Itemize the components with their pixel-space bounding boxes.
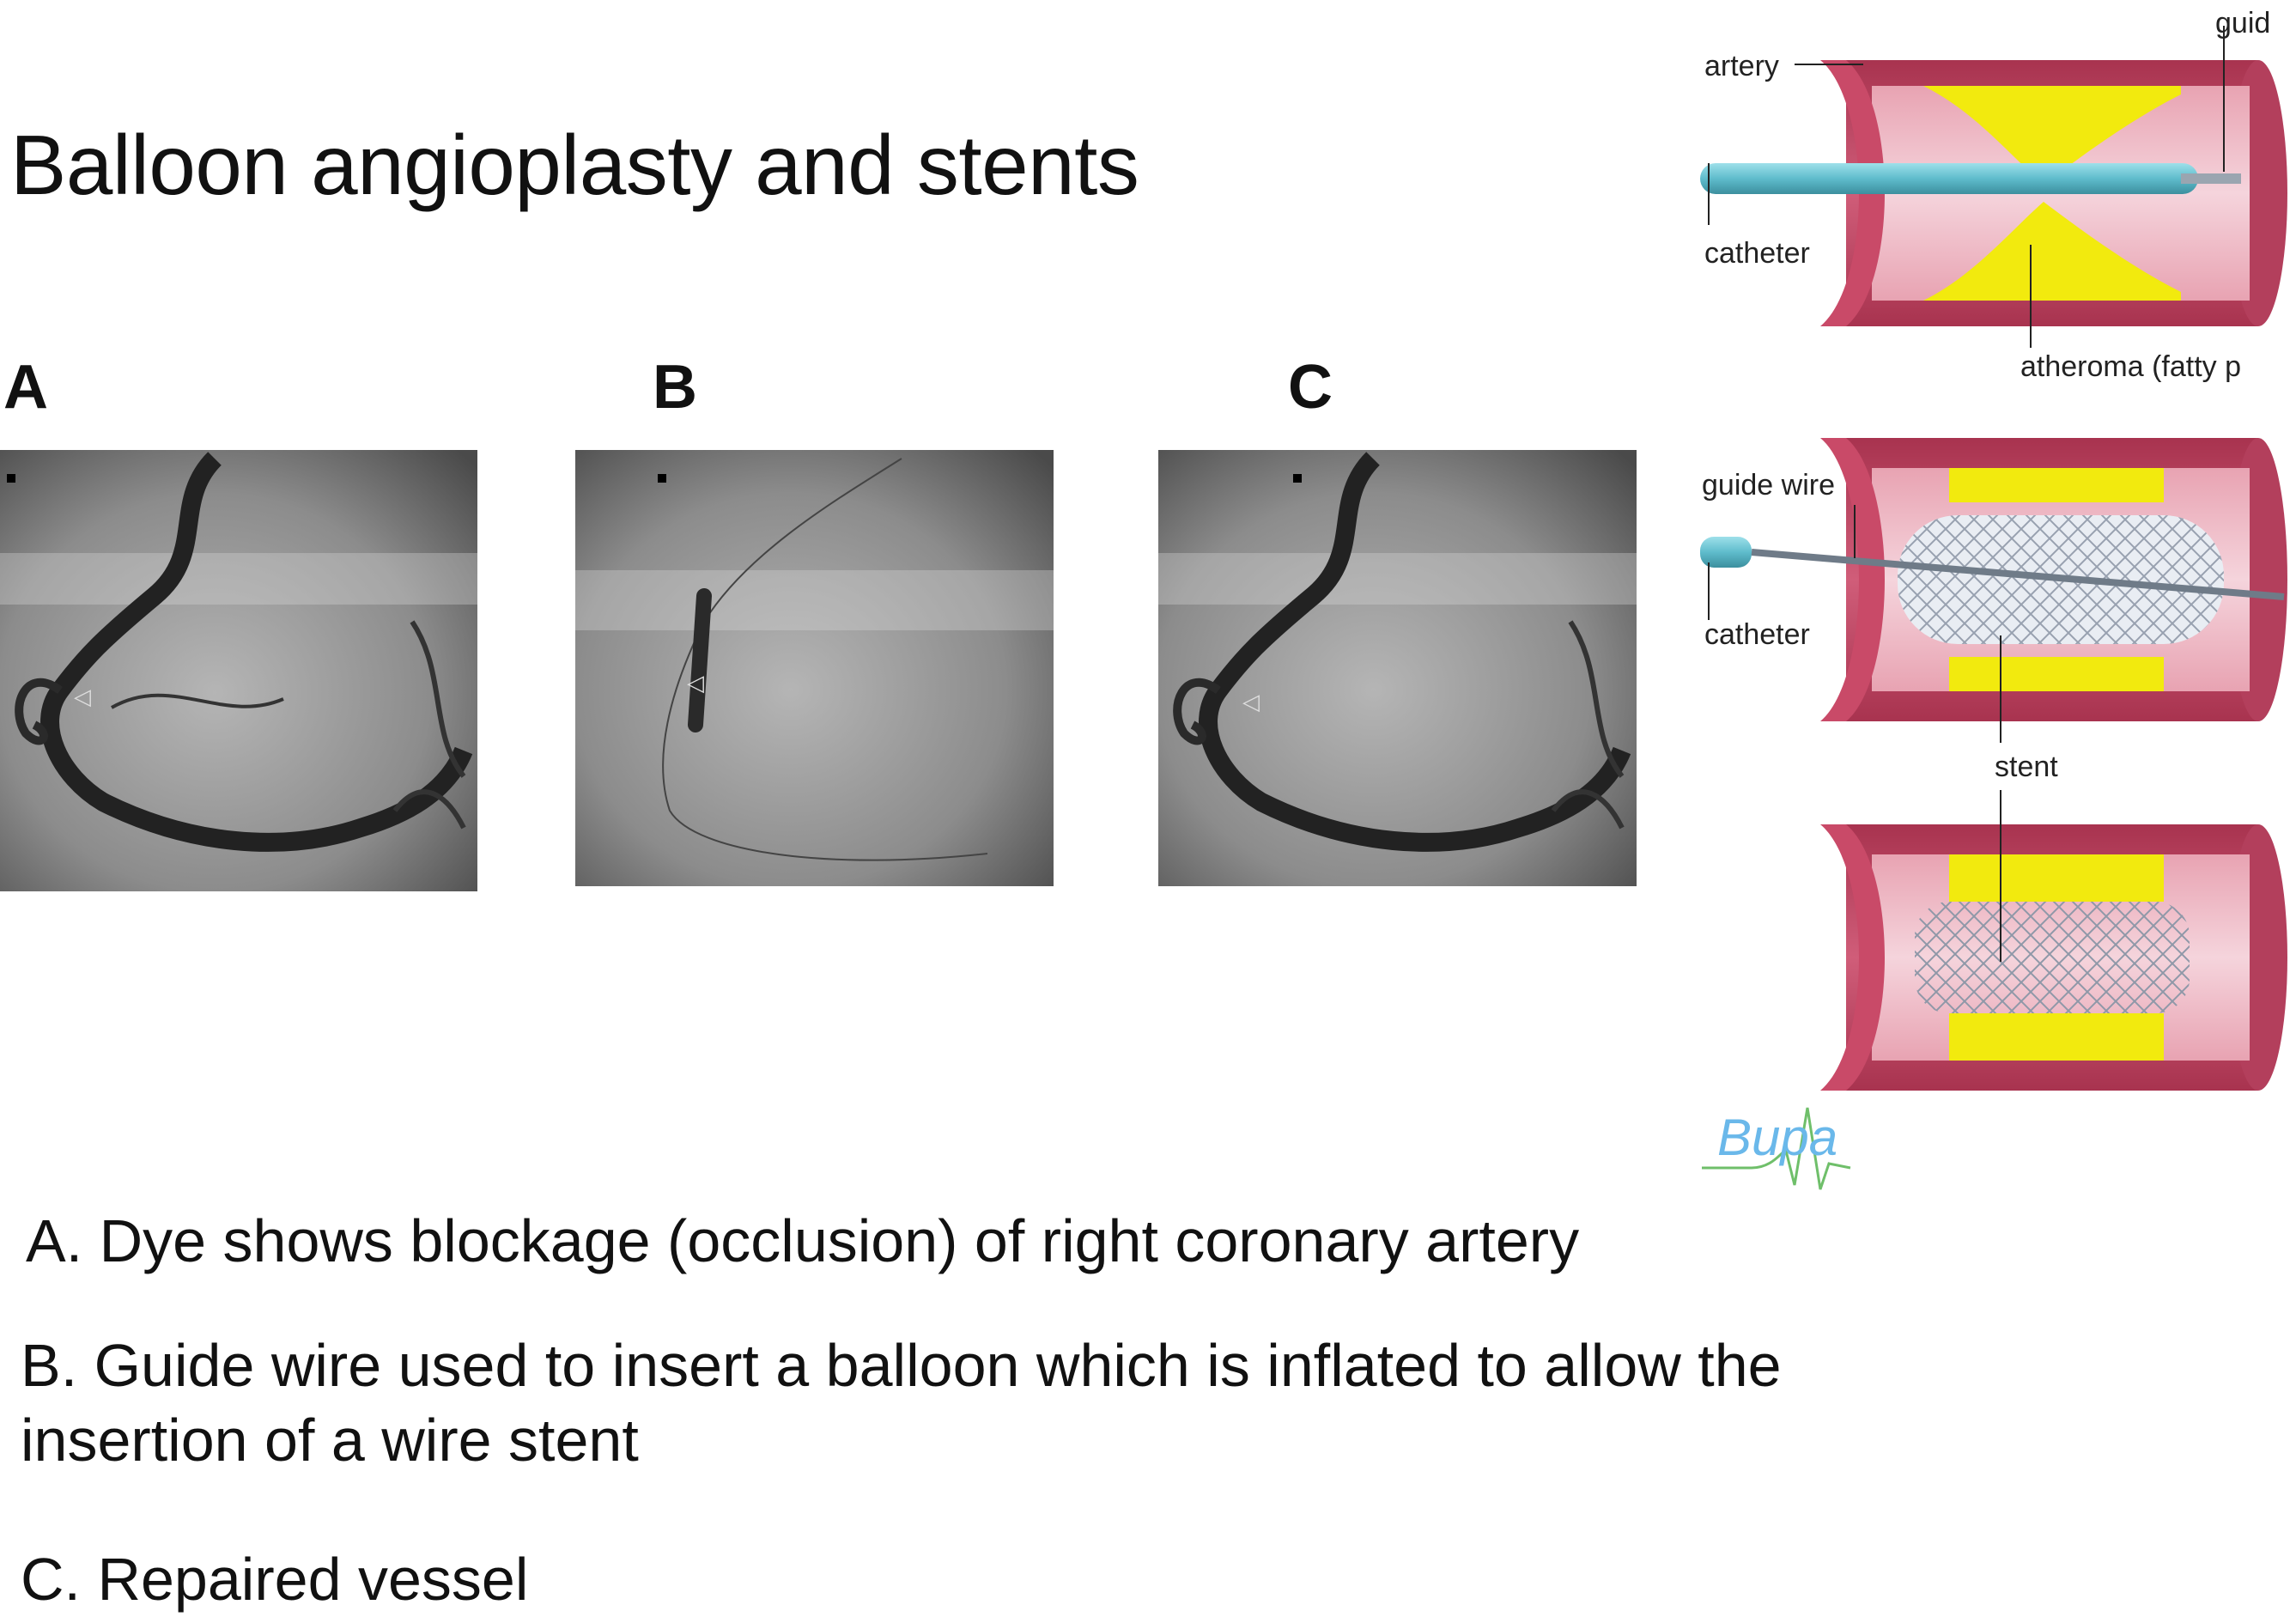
angioplasty-diagram [1700, 0, 2296, 1211]
artery-stent-deployed-illustration [1820, 824, 2287, 1091]
caption-b-line2: insertion of a wire stent [21, 1407, 639, 1474]
caption-c: C. Repaired vessel [21, 1546, 529, 1613]
caption-b-line1: B. Guide wire used to insert a balloon w… [21, 1332, 1782, 1399]
panel-label-c: C [1288, 353, 1333, 422]
panel-label-a: A [3, 353, 48, 422]
panel-label-b: B [653, 353, 697, 422]
svg-text:◁: ◁ [74, 684, 91, 710]
angiogram-b-image: ◁ [575, 450, 1054, 886]
label-catheter-top: catheter [1704, 237, 1810, 270]
label-artery: artery [1704, 50, 1779, 82]
svg-text:◁: ◁ [687, 671, 704, 696]
svg-text:◁: ◁ [1242, 690, 1260, 715]
label-guide-wire: guide wire [1702, 469, 1835, 501]
bupa-logo-text: Bupa [1717, 1109, 1838, 1166]
label-guide-wire-top: guid [2215, 7, 2271, 40]
angiogram-a-image: ◁ [0, 450, 477, 891]
slide-title: Balloon angioplasty and stents [10, 118, 1139, 212]
label-catheter-middle: catheter [1704, 618, 1810, 651]
label-stent: stent [1995, 751, 2058, 783]
angiogram-c-image: ◁ [1158, 450, 1637, 886]
caption-a: A. Dye shows blockage (occlusion) of rig… [26, 1207, 1580, 1274]
label-atheroma: atheroma (fatty p [2020, 350, 2242, 383]
artery-narrowed-illustration [1700, 26, 2287, 326]
artery-balloon-stent-illustration [1700, 438, 2287, 721]
